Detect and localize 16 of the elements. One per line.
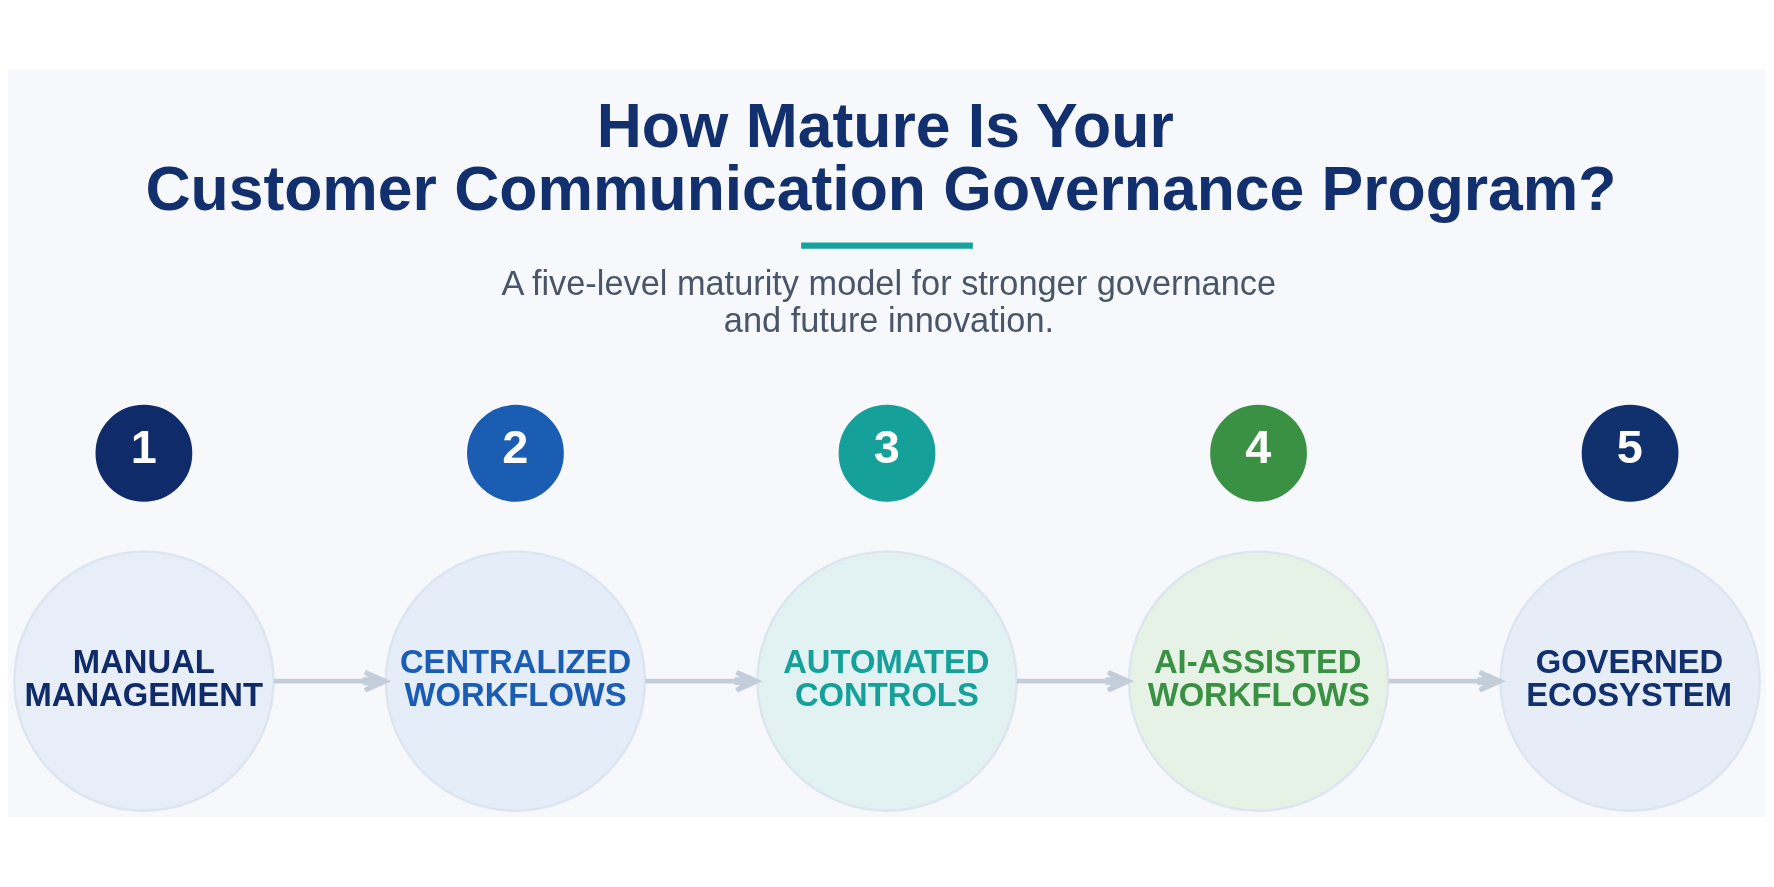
arrow	[273, 669, 388, 693]
node-circle: 3	[838, 404, 936, 502]
node-circle: 1	[95, 404, 193, 502]
node-circle: CENTRALIZED WORKFLOWS	[384, 550, 647, 812]
node-circle: AI-ASSISTED WORKFLOWS	[1127, 550, 1390, 812]
caption: A five-level maturity model for stronger governance and future innovation.	[501, 263, 1277, 340]
node-circle: MANUAL MANAGEMENT	[13, 550, 275, 812]
node-circle: 5	[1581, 404, 1679, 502]
arrow	[1388, 669, 1503, 693]
diagram-title: How Mature Is Your Customer Communication Governance Program?	[145, 90, 1617, 223]
node-circle: 2	[467, 404, 564, 502]
arrow	[645, 669, 760, 693]
node-circle: GOVERNED ECOSYSTEM	[1499, 550, 1761, 812]
arrow	[1016, 669, 1131, 693]
node-circle: AUTOMATED CONTROLS	[756, 550, 1018, 812]
node-circle: 4	[1210, 404, 1307, 502]
